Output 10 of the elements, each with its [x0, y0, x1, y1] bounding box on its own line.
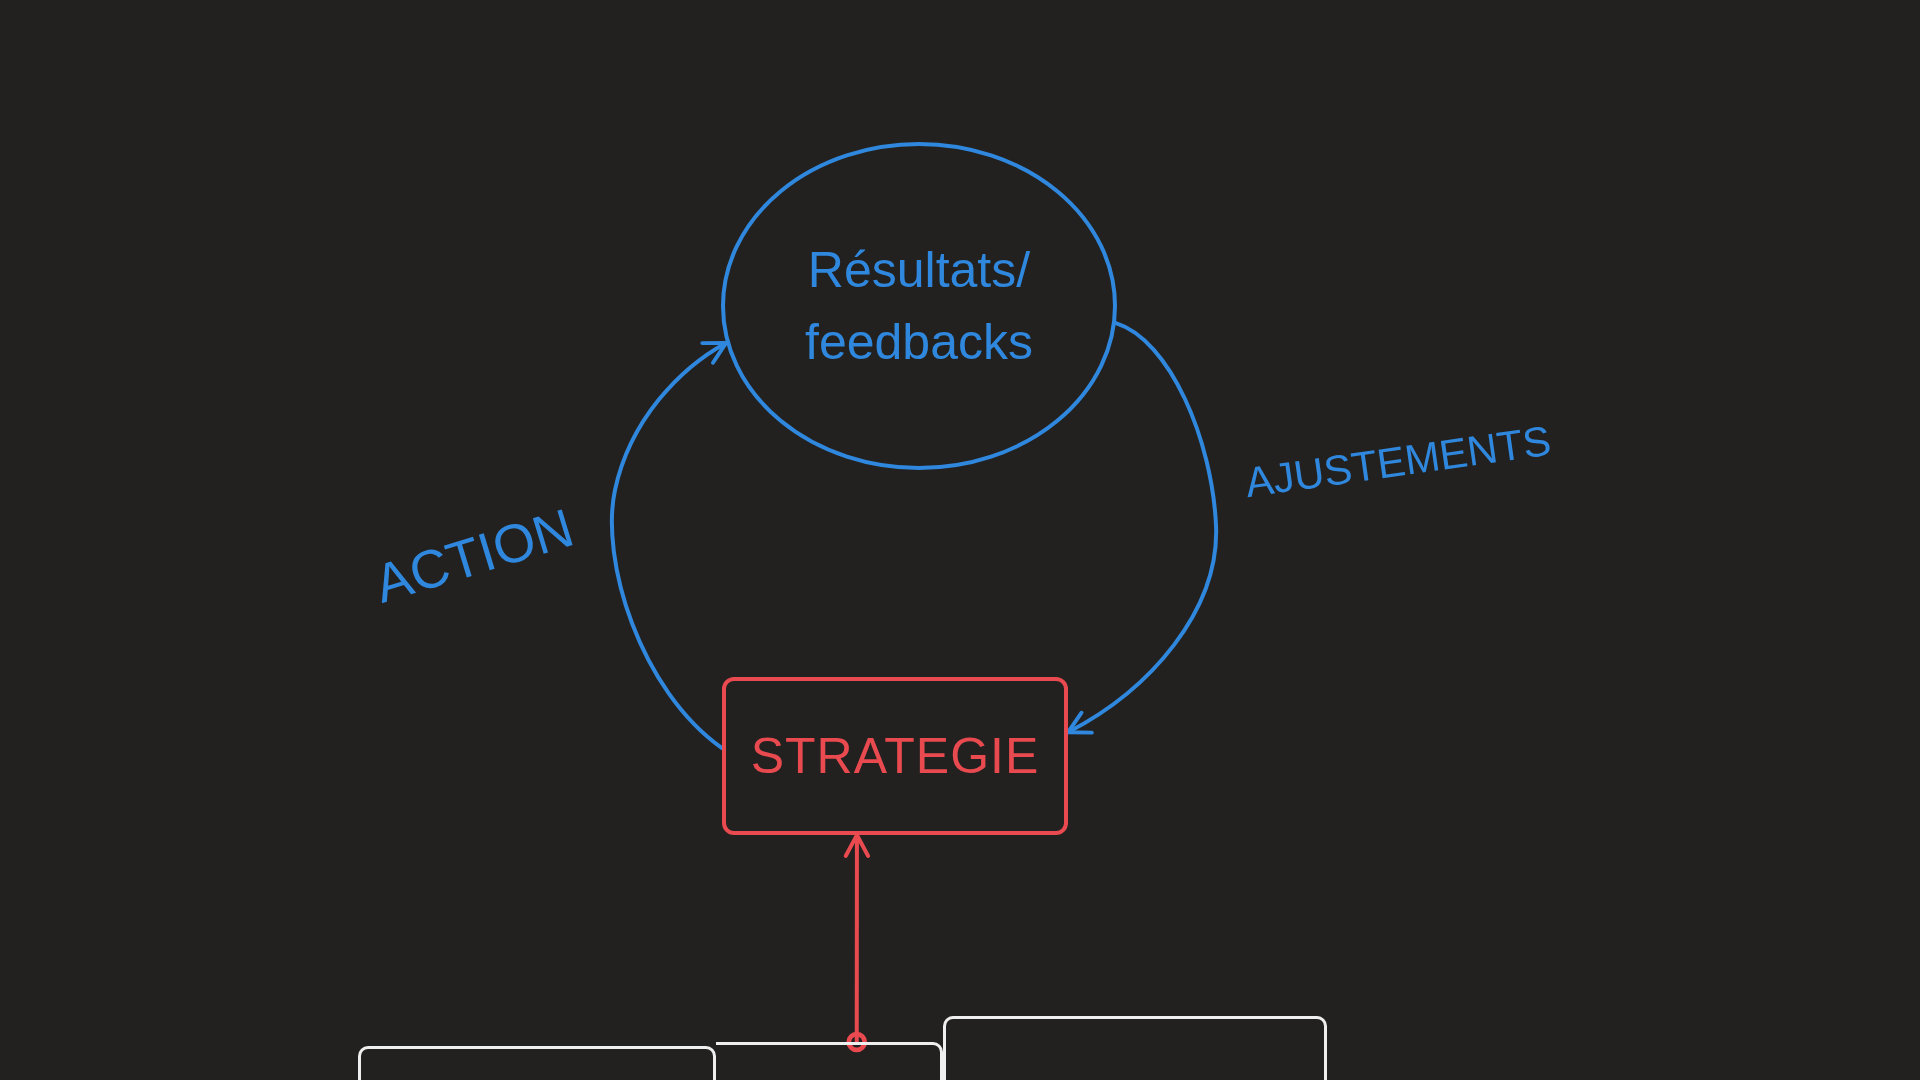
outline-box — [943, 1016, 1327, 1080]
outline-box — [358, 1046, 716, 1080]
outline-box — [716, 1042, 943, 1080]
process-box — [722, 677, 1068, 835]
node-label: Résultats/ feedbacks — [804, 240, 1034, 372]
rounded-blob — [720, 141, 1118, 471]
arrow — [843, 833, 871, 1053]
arrow — [1066, 321, 1218, 735]
node-label: STRATEGIE — [750, 726, 1040, 786]
arrow — [610, 340, 729, 751]
